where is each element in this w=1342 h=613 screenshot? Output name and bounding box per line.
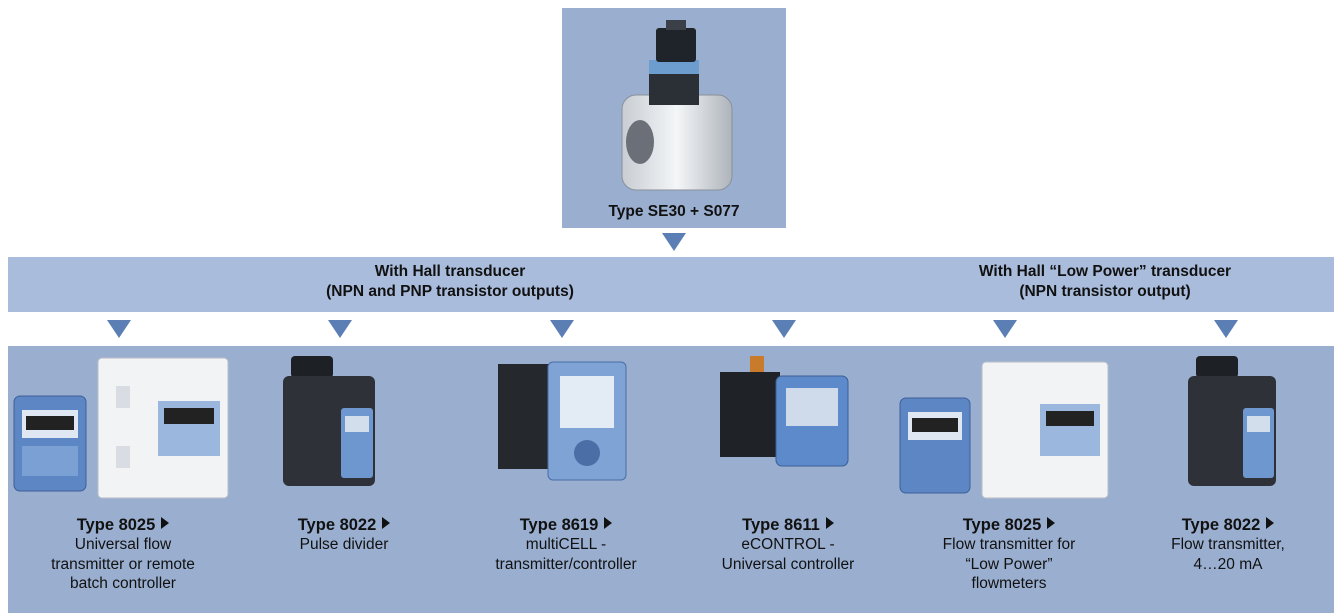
product-desc-line: flowmeters <box>971 575 1047 592</box>
product-desc-line: multiCELL - <box>525 536 607 553</box>
low-power-group-line1: With Hall “Low Power” transducer <box>978 263 1232 280</box>
type-8022-ft-image <box>1188 356 1276 486</box>
type-8025-lp-image <box>899 361 1109 499</box>
product-card[interactable]: Type 8611 eCONTROL - Universal controlle… <box>688 516 888 574</box>
product-card[interactable]: Type 8619 multiCELL - transmitter/contro… <box>466 516 666 574</box>
product-desc-line: transmitter/controller <box>495 555 637 573</box>
down-arrow-icon <box>1214 320 1238 338</box>
product-desc-line: transmitter or remote <box>51 555 195 573</box>
play-arrow-icon <box>161 517 170 529</box>
product-desc-line: Flow transmitter, <box>1171 536 1285 553</box>
play-arrow-icon <box>1047 517 1056 529</box>
play-arrow-icon <box>382 517 391 529</box>
product-card[interactable]: Type 8025 Flow transmitter for “Low Powe… <box>909 516 1109 594</box>
product-card[interactable]: Type 8022 Pulse divider <box>244 516 444 555</box>
hall-group-line1: With Hall transducer <box>374 263 526 280</box>
product-desc-line: Universal flow <box>74 536 172 553</box>
flow-sensor-image <box>621 20 733 191</box>
down-arrow-icon <box>662 233 686 251</box>
down-arrow-icon <box>328 320 352 338</box>
play-arrow-icon <box>1266 517 1275 529</box>
product-title[interactable]: Type 8022 <box>1128 516 1328 535</box>
product-desc-line: Universal controller <box>721 555 855 573</box>
low-power-group-line2: (NPN transistor output) <box>1019 283 1191 300</box>
play-arrow-icon <box>825 517 834 529</box>
hall-group-line2: (NPN and PNP transistor outputs) <box>326 283 574 300</box>
products-panel: Type 8025 Universal flow transmitter or … <box>8 346 1334 613</box>
type-8619-image <box>498 361 627 481</box>
product-desc-line: eCONTROL - <box>741 536 835 553</box>
product-title[interactable]: Type 8022 <box>244 516 444 535</box>
type-8611-image <box>720 356 849 467</box>
down-arrow-icon <box>550 320 574 338</box>
low-power-group-label: With Hall “Low Power” transducer (NPN tr… <box>910 262 1300 302</box>
sensor-box: Type SE30 + S077 <box>562 8 786 228</box>
down-arrow-icon <box>993 320 1017 338</box>
down-arrow-icon <box>107 320 131 338</box>
product-title[interactable]: Type 8025 <box>909 516 1109 535</box>
product-desc-line: 4…20 mA <box>1193 555 1263 573</box>
hall-group-label: With Hall transducer (NPN and PNP transi… <box>270 262 630 302</box>
product-images <box>13 356 1276 499</box>
product-title[interactable]: Type 8619 <box>466 516 666 535</box>
down-arrow-icon <box>772 320 796 338</box>
product-title[interactable]: Type 8025 <box>23 516 223 535</box>
transducer-band: With Hall transducer (NPN and PNP transi… <box>8 257 1334 312</box>
type-8022-image <box>283 356 375 486</box>
sensor-title: Type SE30 + S077 <box>608 203 740 220</box>
product-desc-line: Pulse divider <box>299 536 389 553</box>
product-desc-line: batch controller <box>70 575 176 592</box>
product-card[interactable]: Type 8025 Universal flow transmitter or … <box>23 516 223 594</box>
product-desc-line: Flow transmitter for <box>942 536 1076 553</box>
product-title[interactable]: Type 8611 <box>688 516 888 535</box>
product-desc-line: “Low Power” <box>965 555 1053 573</box>
product-card[interactable]: Type 8022 Flow transmitter, 4…20 mA <box>1128 516 1328 574</box>
type-8025-image <box>13 357 229 499</box>
play-arrow-icon <box>604 517 613 529</box>
